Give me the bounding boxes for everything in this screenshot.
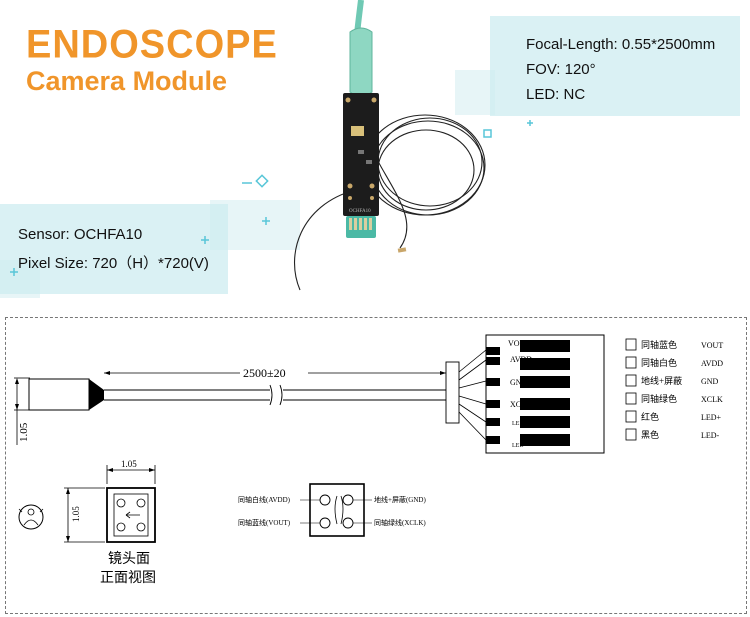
view-direction-icon — [18, 504, 44, 530]
cable-length-dimension: 2500±20 — [243, 366, 286, 380]
legend-signal-label: GND — [701, 377, 719, 386]
legend-signal-label: XCLK — [701, 395, 723, 404]
face-caption-1: 镜头面 — [108, 551, 150, 567]
legend-swatch — [625, 374, 637, 387]
pad-label-xclk: 同轴绿线(XCLK) — [374, 518, 426, 527]
legend-swatch — [625, 338, 637, 351]
board-label: OCHFA10 — [349, 209, 371, 214]
legend-color-label: 黑色 — [641, 429, 659, 440]
connector-label-led-minus: LED- — [512, 443, 526, 449]
legend-color-label: 红色 — [641, 411, 659, 422]
legend-color-label: 同轴蓝色 — [641, 339, 677, 350]
legend-color-label: 同轴白色 — [641, 357, 677, 368]
product-photo: OCHFA10 — [10, 0, 533, 291]
pad-label-avdd: 同轴白线(AVDD) — [238, 495, 291, 504]
face-width-dimension: 1.05 — [121, 459, 137, 469]
sparkle-icon — [10, 120, 533, 276]
connector-label-xclk: XCLK — [510, 400, 532, 409]
led-text: LED: NC — [526, 86, 586, 103]
connector-label-vout: VOUT — [508, 339, 530, 348]
sensor-text: Sensor: OCHFA10 — [18, 226, 143, 243]
legend-signal-label: LED+ — [701, 413, 722, 422]
legend-swatch — [625, 428, 637, 441]
connector-label-avdd: AVDD — [510, 355, 532, 364]
legend-swatch — [625, 392, 637, 405]
spec-panel-optics: Focal-Length: 0.55*2500mm FOV: 120° LED:… — [490, 16, 740, 116]
legend-signal-label: VOUT — [701, 341, 723, 350]
legend-signal-label: AVDD — [701, 359, 723, 368]
legend-signal-label: LED- — [701, 431, 720, 440]
legend-swatch — [625, 410, 637, 423]
fov-text: FOV: 120° — [526, 61, 596, 78]
diameter-dimension: 1.05 — [18, 422, 30, 442]
connector-label-led-plus: LED+ — [512, 421, 528, 427]
technical-drawing-frame — [5, 317, 747, 614]
spec-panel-sensor: Sensor: OCHFA10 Pixel Size: 720（H）*720(V… — [0, 204, 228, 294]
focal-length-text: Focal-Length: 0.55*2500mm — [526, 36, 716, 53]
legend-color-label: 地线+屏蔽 — [641, 375, 682, 386]
pad-label-vout: 同轴蓝线(VOUT) — [238, 518, 291, 527]
pad-label-gnd: 地线+屏蔽(GND) — [374, 495, 426, 504]
product-title: ENDOSCOPE — [26, 22, 278, 68]
legend-swatch — [625, 356, 637, 369]
face-height-dimension: 1.05 — [71, 506, 81, 522]
decorative-panel — [455, 70, 495, 115]
face-caption-2: 正面视图 — [100, 570, 156, 586]
connector-label-gnd: GND — [510, 378, 528, 387]
legend-color-label: 同轴绿色 — [641, 393, 677, 404]
product-subtitle: Camera Module — [26, 66, 228, 96]
pixel-size-text: Pixel Size: 720（H）*720(V) — [18, 255, 209, 272]
